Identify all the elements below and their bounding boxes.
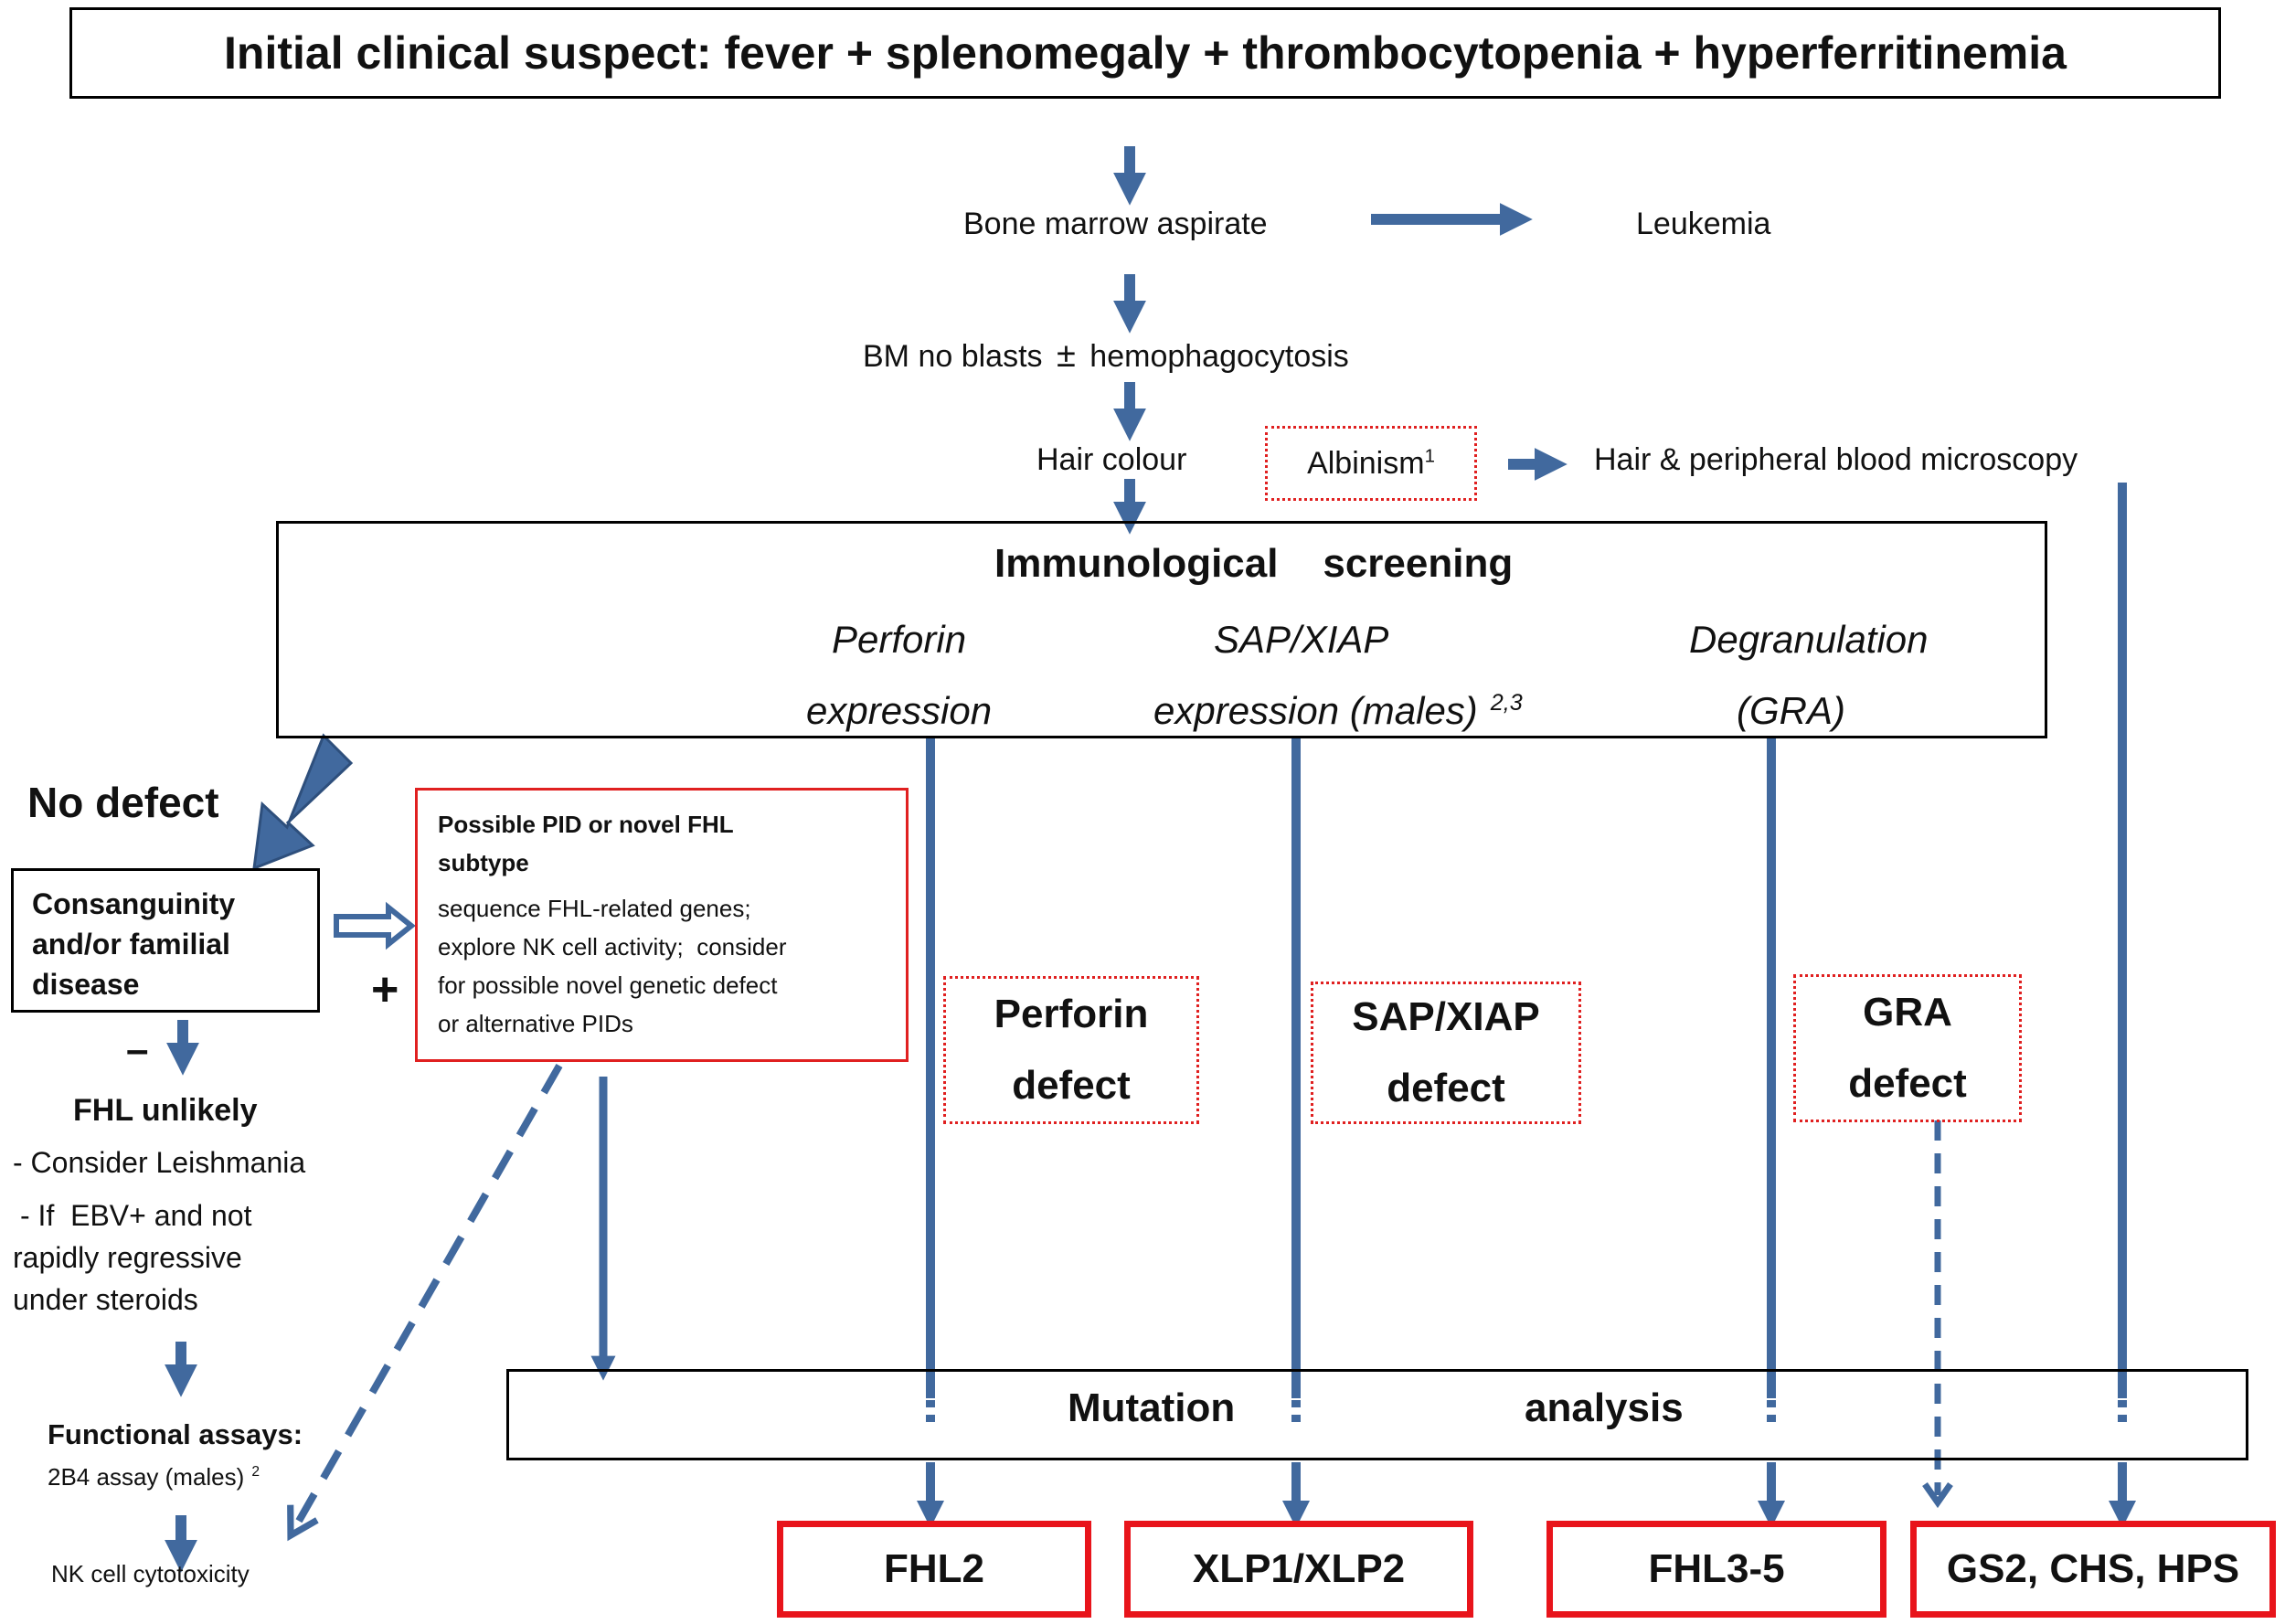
gra-defect-l1: GRA	[1863, 990, 1952, 1035]
outcome-gs2-chs-hps: GS2, CHS, HPS	[1910, 1521, 2276, 1618]
outcome-fhl35-label: FHL3-5	[1648, 1546, 1785, 1591]
immunological-screening-box	[276, 521, 2047, 738]
double-arrow-consang-to-pid	[334, 901, 416, 950]
bm-no-blasts-text: BM no blasts	[863, 339, 1043, 374]
big-arrow-no-defect	[252, 733, 354, 871]
plus-minus-symbol: ±	[1056, 336, 1076, 375]
pid-body-l2: explore NK cell activity; consider	[438, 933, 787, 961]
albinism-box: Albinism1	[1265, 426, 1477, 501]
gra-defect-l2: defect	[1848, 1061, 1967, 1106]
arrow-pid-dashed-to-nk	[287, 1064, 563, 1542]
minus-sign: –	[126, 1027, 149, 1072]
analysis-label: analysis	[1525, 1385, 1684, 1430]
outcome-fhl35: FHL3-5	[1546, 1521, 1886, 1618]
albinism-footnote: 1	[1424, 446, 1435, 467]
outcome-fhl2-label: FHL2	[884, 1546, 984, 1591]
hair-colour-label: Hair colour	[1036, 442, 1187, 477]
pid-title-l1: Possible PID or novel FHL	[438, 811, 734, 838]
perforin-expression-l2: expression	[806, 689, 993, 732]
pid-body-l3: for possible novel genetic defect	[438, 971, 778, 999]
consider-leishmania: - Consider Leishmania	[13, 1146, 306, 1179]
perforin-expression-l1: Perforin	[832, 618, 967, 661]
no-defect-label: No defect	[27, 779, 219, 826]
nk-cytotoxicity: NK cell cytotoxicity	[51, 1560, 250, 1587]
sap-xiap-footnote: 2,3	[1490, 690, 1523, 716]
fhl-unlikely-label: FHL unlikely	[73, 1093, 258, 1128]
hair-microscopy-label: Hair & peripheral blood microscopy	[1594, 442, 2078, 477]
sap-xiap-expression-l1: SAP/XIAP	[1214, 618, 1389, 661]
initial-suspect-title: Initial clinical suspect: fever + spleno…	[224, 27, 2067, 79]
mutation-analysis-box	[506, 1369, 2248, 1460]
ebv-line2: rapidly regressive	[13, 1241, 242, 1274]
2b4-assay: 2B4 assay (males) 2	[48, 1463, 260, 1491]
ebv-line3: under steroids	[13, 1283, 198, 1316]
2b4-footnote: 2	[251, 1464, 260, 1481]
leukemia-label: Leukemia	[1636, 207, 1771, 241]
gra-defect-box: GRA defect	[1793, 974, 2022, 1122]
consanguinity-l3: disease	[32, 968, 140, 1001]
bone-marrow-aspirate: Bone marrow aspirate	[963, 207, 1268, 241]
consanguinity-box: Consanguinity and/or familial disease	[11, 868, 320, 1013]
screening-title: Immunological screening	[994, 541, 1514, 586]
plus-sign: +	[371, 963, 399, 1016]
perforin-defect-l2: defect	[1012, 1063, 1131, 1108]
sap-xiap-expression-l2: expression (males) 2,3	[1153, 689, 1523, 733]
possible-pid-box: Possible PID or novel FHL subtype sequen…	[415, 788, 909, 1062]
consanguinity-l1: Consanguinity	[32, 887, 236, 920]
degranulation-l1: Degranulation	[1689, 618, 1929, 661]
perforin-defect-l1: Perforin	[994, 992, 1149, 1036]
sap-xiap-expression-text: expression (males)	[1153, 689, 1478, 732]
pid-body-l4: or alternative PIDs	[438, 1010, 633, 1037]
sap-xiap-defect-box: SAP/XIAP defect	[1311, 982, 1581, 1124]
outcome-xlp: XLP1/XLP2	[1124, 1521, 1473, 1618]
sap-xiap-defect-l2: defect	[1387, 1066, 1505, 1110]
outcome-fhl2: FHL2	[777, 1521, 1091, 1618]
initial-suspect-box: Initial clinical suspect: fever + spleno…	[69, 7, 2221, 99]
ebv-line1: - If EBV+ and not	[20, 1199, 252, 1232]
degranulation-l2: (GRA)	[1737, 689, 1845, 732]
2b4-assay-text: 2B4 assay (males)	[48, 1463, 245, 1491]
perforin-defect-box: Perforin defect	[943, 976, 1199, 1124]
albinism-label: Albinism1	[1307, 446, 1435, 482]
pid-body-l1: sequence FHL-related genes;	[438, 895, 751, 922]
mutation-label: Mutation	[1068, 1385, 1236, 1430]
consanguinity-l2: and/or familial	[32, 928, 230, 961]
bm-no-blasts: BM no blasts ± hemophagocytosis	[863, 336, 1349, 377]
hemophagocytosis-text: hemophagocytosis	[1089, 339, 1349, 374]
functional-assays-label: Functional assays:	[48, 1418, 303, 1450]
pid-title-l2: subtype	[438, 849, 529, 876]
outcome-gs2-label: GS2, CHS, HPS	[1946, 1546, 2240, 1591]
arrow-gra-defect-head	[1922, 1481, 1953, 1509]
outcome-xlp-label: XLP1/XLP2	[1192, 1546, 1406, 1591]
albinism-text: Albinism	[1307, 445, 1425, 481]
sap-xiap-defect-l1: SAP/XIAP	[1352, 994, 1540, 1039]
